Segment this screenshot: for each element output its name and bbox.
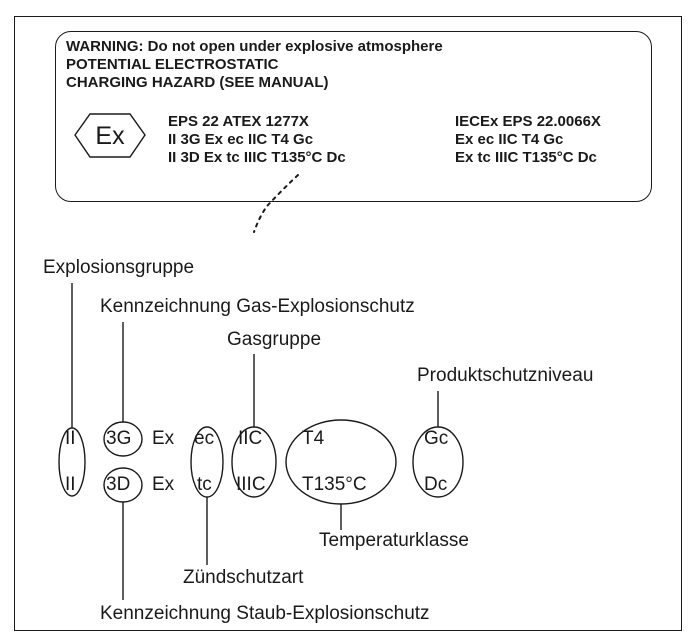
atex-gas-marking: II 3G Ex ec IIC T4 Gc	[168, 131, 314, 148]
atex-cert-number: EPS 22 ATEX 1277X	[168, 113, 309, 130]
code-gas-ex: Ex	[152, 428, 175, 449]
code-gas-category: 3G	[106, 428, 132, 449]
code-dust-temperature-class: T135°C	[302, 474, 367, 495]
warning-line-2: POTENTIAL ELECTROSTATIC	[66, 56, 279, 73]
atex-dust-marking: II 3D Ex tc IIIC T135°C Dc	[168, 149, 346, 166]
warning-text: WARNING: Do not open under explosive atm…	[66, 38, 443, 92]
iecex-certification: IECEx EPS 22.0066X Ex ec IIC T4 Gc Ex tc…	[455, 113, 601, 167]
warning-line-1: WARNING: Do not open under explosive atm…	[66, 38, 443, 55]
iecex-cert-number: IECEx EPS 22.0066X	[455, 113, 601, 130]
code-dust-category: 3D	[106, 474, 131, 495]
code-dust-explosion-group: II	[65, 474, 76, 495]
code-gas-explosion-group: II	[65, 428, 76, 449]
callout-explosion-group: Explosionsgruppe	[43, 257, 195, 278]
ex-symbol-text: Ex	[95, 122, 125, 150]
callout-gas-marking: Kennzeichnung Gas-Explosionschutz	[100, 296, 415, 317]
code-gas-ignition-protection: ec	[194, 428, 215, 449]
atex-certification: EPS 22 ATEX 1277X II 3G Ex ec IIC T4 Gc …	[168, 113, 346, 167]
code-gas-temperature-class: T4	[302, 428, 325, 449]
iecex-dust-marking: Ex tc IIIC T135°C Dc	[455, 149, 597, 166]
code-dust-ignition-protection: tc	[197, 474, 212, 495]
code-dust-group: IIIC	[236, 474, 266, 495]
code-dust-ex: Ex	[152, 474, 175, 495]
ex-hexagon-icon	[74, 113, 146, 158]
callout-gas-group: Gasgruppe	[227, 329, 322, 350]
callout-dust-marking: Kennzeichnung Staub-Explosionschutz	[100, 603, 430, 624]
code-gas-protection-level: Gc	[424, 428, 449, 449]
code-dust-protection-level: Dc	[424, 474, 448, 495]
callout-temperature-class: Temperaturklasse	[319, 530, 469, 551]
callout-ignition-protection: Zündschutzart	[183, 567, 304, 588]
iecex-gas-marking: Ex ec IIC T4 Gc	[455, 131, 564, 148]
device-label-plate	[55, 31, 652, 202]
callout-protection-level: Produktschutzniveau	[417, 365, 594, 386]
warning-line-3: CHARGING HAZARD (SEE MANUAL)	[66, 74, 329, 91]
figure-frame	[14, 16, 682, 631]
dotted-pointer	[253, 174, 299, 233]
code-gas-group: IIC	[238, 428, 263, 449]
